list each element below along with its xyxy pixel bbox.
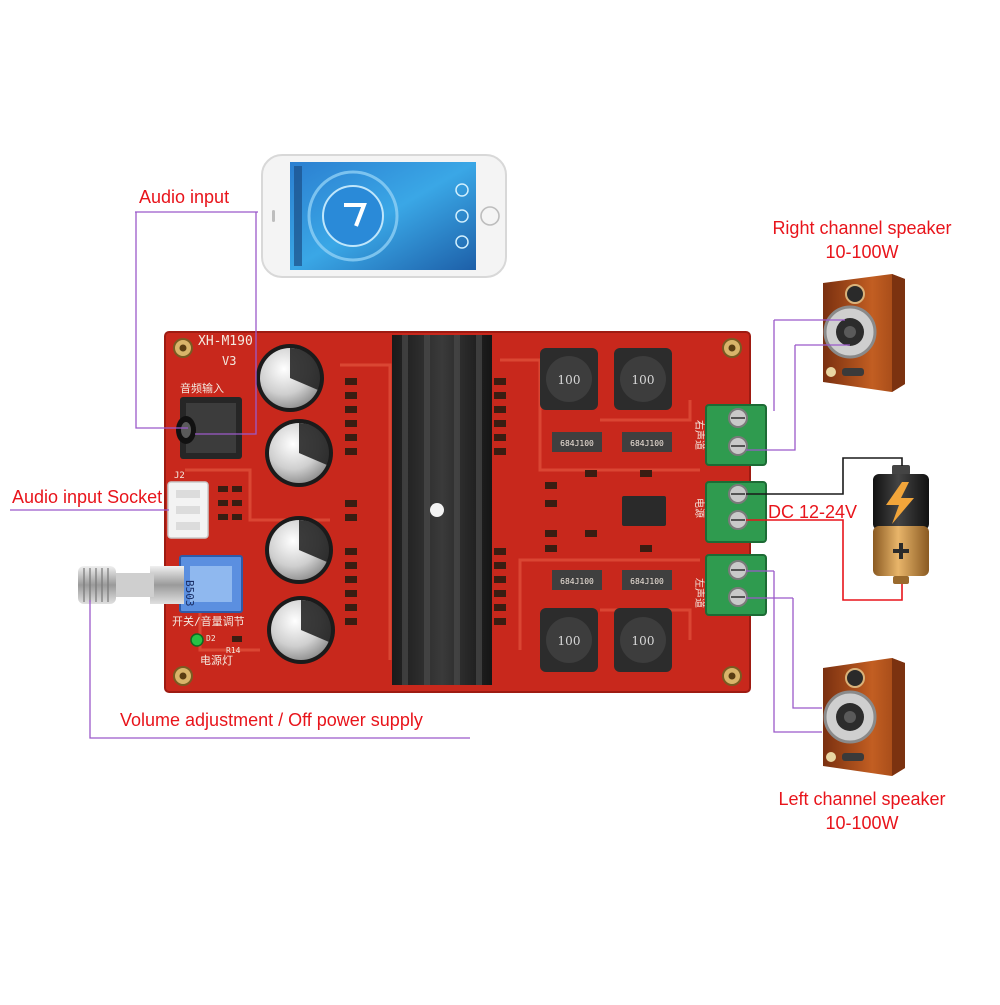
power-led-silk: 电源灯	[200, 653, 233, 667]
right-speaker-name-label: Right channel speaker	[772, 218, 952, 238]
audio-input-socket-label: Audio input Socket	[12, 487, 163, 507]
audio-jack	[176, 397, 242, 459]
inductors: 100 100 100 100	[540, 348, 672, 672]
left-channel-silk: 左声道	[693, 578, 706, 608]
power-led	[190, 633, 204, 647]
terminal-blocks	[705, 404, 767, 616]
sil-code-4: 684J100	[630, 577, 664, 586]
heatsink	[392, 335, 492, 685]
led-silk: D2	[206, 634, 216, 643]
film-capacitors: 684J100 684J100 684J100 684J100	[552, 432, 672, 590]
audio-in-silk: 音频输入	[180, 381, 224, 395]
connector-silk: J2	[174, 471, 185, 481]
right-speaker-power-label: 10-100W	[825, 242, 899, 262]
left-speaker-power-label: 10-100W	[825, 813, 899, 833]
copper-traces	[185, 358, 700, 660]
leader-lines	[10, 211, 850, 739]
pot-code: B503	[183, 580, 196, 607]
power-silk: 电源	[693, 498, 706, 518]
audio-input-label: Audio input	[139, 187, 230, 207]
dc-supply-label: DC 12-24V	[768, 502, 858, 522]
switch-volume-silk: 开关/音量调节	[172, 614, 245, 628]
inductor-code-4: 100	[632, 634, 655, 648]
left-speaker	[823, 658, 905, 776]
battery	[873, 465, 929, 584]
inductor-code-3: 100	[558, 634, 581, 648]
inductor-code-2: 100	[632, 373, 655, 387]
mounting-holes	[173, 338, 742, 686]
lightning-icon	[886, 482, 914, 524]
right-channel-silk: 右声道	[693, 420, 706, 450]
volume-knob	[78, 566, 184, 604]
right-speaker	[823, 274, 905, 392]
power-wires	[746, 457, 903, 601]
volume-adjustment-label: Volume adjustment / Off power supply	[120, 710, 423, 730]
potentiometer: B503	[179, 555, 243, 613]
resistor-silk: R14	[226, 646, 241, 655]
amplifier-board: XH-M190 V3 音频输入 J2 开关/音量调节 D2 R14 电源灯 右声…	[164, 331, 767, 693]
input-connector	[167, 481, 209, 539]
left-speaker-name-label: Left channel speaker	[778, 789, 946, 809]
board-version: V3	[222, 354, 236, 368]
capacitors	[256, 344, 335, 664]
inductor-code-1: 100	[558, 373, 581, 387]
sil-code-1: 684J100	[560, 439, 594, 448]
smartphone	[261, 154, 507, 278]
sil-code-3: 684J100	[560, 577, 594, 586]
board-model: XH-M190	[198, 334, 253, 349]
smd-components	[218, 378, 652, 642]
sil-code-2: 684J100	[630, 439, 664, 448]
